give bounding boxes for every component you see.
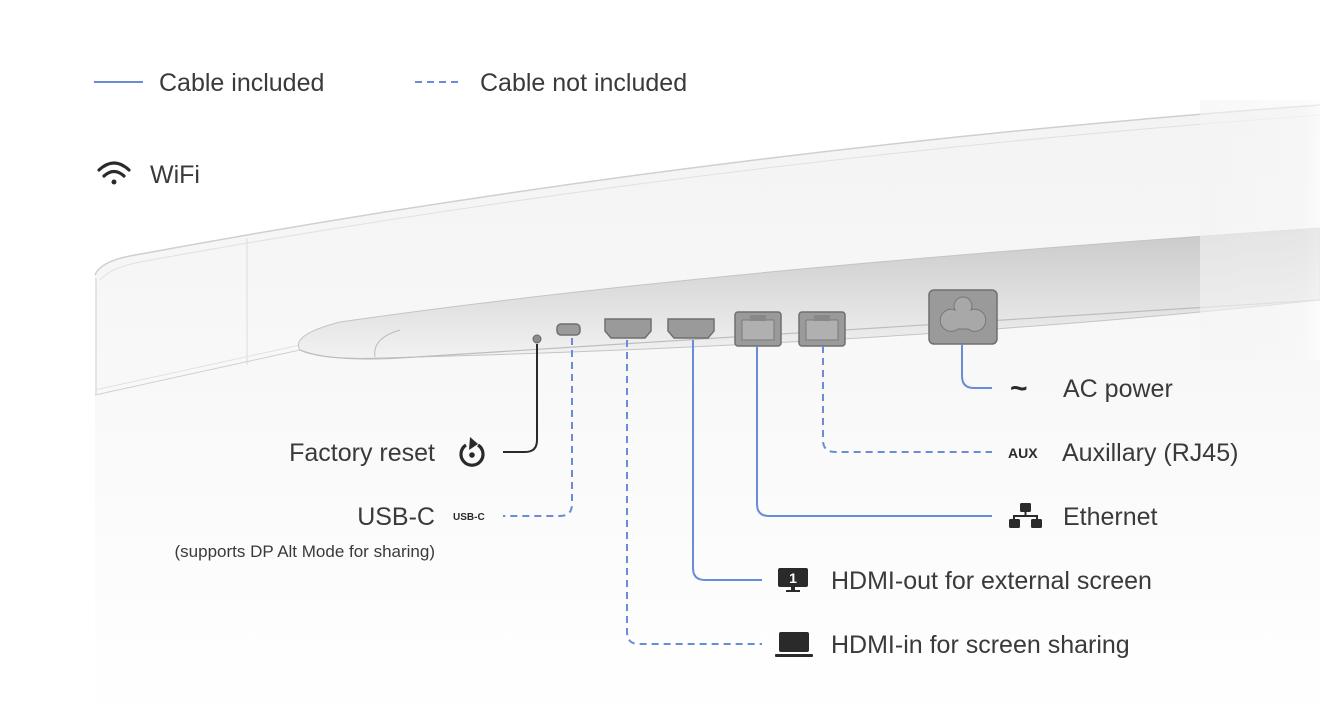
hdmi-out: 1 HDMI-out for external screen [778, 567, 1152, 595]
ethernet: Ethernet [1009, 503, 1158, 531]
usb-c-icon: USB-C [453, 512, 485, 523]
wifi-label: WiFi [150, 161, 200, 189]
hdmi-out-label: HDMI-out for external screen [831, 567, 1152, 595]
laptop-icon [775, 632, 813, 657]
svg-text:1: 1 [789, 570, 797, 586]
hdmi-out-port [667, 318, 715, 339]
aux-label: Auxillary (RJ45) [1062, 439, 1238, 467]
hdmi-in-line [626, 340, 762, 645]
hdmi-out-line [692, 340, 762, 581]
hdmi-in-label: HDMI-in for screen sharing [831, 631, 1130, 659]
reset-line [503, 344, 538, 453]
hdmi-in: HDMI-in for screen sharing [775, 631, 1130, 659]
aux-port [798, 311, 846, 347]
ethernet-port [734, 311, 782, 347]
aux-line [822, 346, 992, 453]
usb-c-port [556, 323, 581, 336]
device-ports [532, 289, 998, 347]
legend-not-included-label: Cable not included [480, 69, 687, 97]
ethernet-label: Ethernet [1063, 503, 1158, 531]
ac-power-label: AC power [1063, 375, 1173, 403]
reset-pinhole [532, 334, 542, 344]
ethernet-icon [1009, 503, 1042, 528]
factory-reset-label: Factory reset [289, 439, 435, 467]
device-body [94, 100, 1320, 720]
wifi-icon [97, 161, 131, 185]
ethernet-line [756, 346, 992, 517]
cable-lines [503, 338, 992, 645]
ac-power-icon: ~ [1010, 372, 1028, 405]
legend: Cable included Cable not included [94, 69, 687, 97]
aux: AUX Auxillary (RJ45) [1008, 439, 1238, 467]
ac-power: ~ AC power [1010, 372, 1173, 405]
ac-power-port [928, 289, 998, 345]
usb-c-note: (supports DP Alt Mode for sharing) [175, 542, 435, 561]
legend-included-label: Cable included [159, 69, 324, 97]
monitor-icon: 1 [778, 568, 808, 592]
usb-c-line [503, 338, 573, 517]
usb-c: USB-C USB-C (supports DP Alt Mode for sh… [175, 503, 485, 561]
factory-reset: Factory reset [289, 437, 485, 467]
reset-icon [459, 437, 485, 467]
usb-c-label: USB-C [357, 503, 435, 531]
ac-power-line [961, 344, 992, 389]
wifi: WiFi [97, 161, 200, 189]
hdmi-in-port [604, 318, 652, 339]
aux-icon: AUX [1008, 445, 1038, 461]
